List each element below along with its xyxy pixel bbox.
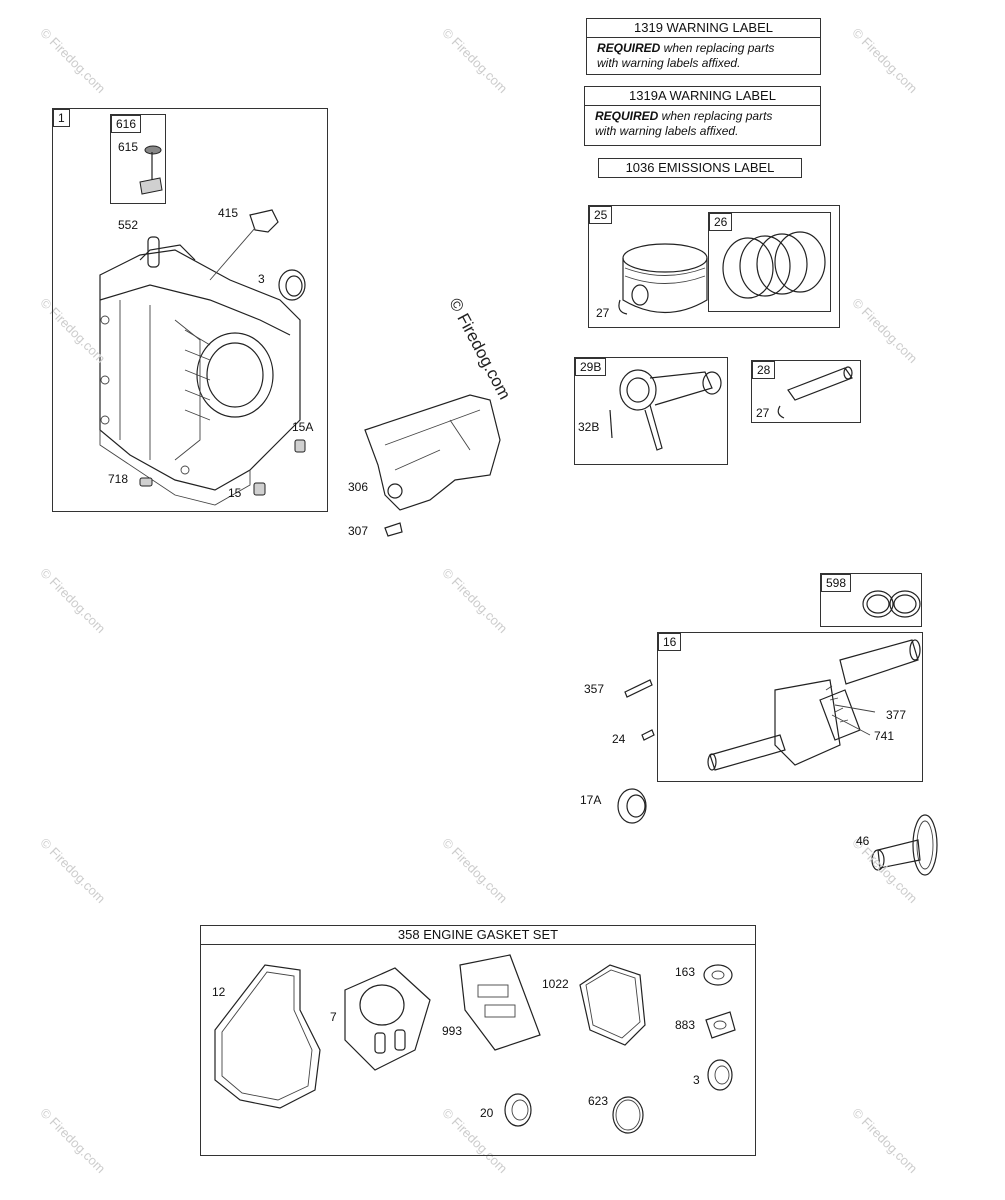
group-598-box[interactable] bbox=[820, 573, 922, 627]
group-26-box[interactable] bbox=[708, 212, 831, 312]
part-623[interactable]: 623 bbox=[588, 1094, 609, 1108]
part-306[interactable]: 306 bbox=[348, 480, 369, 494]
dowel-pin-drawing bbox=[294, 439, 306, 453]
part-32b[interactable]: 32B bbox=[578, 420, 600, 434]
warning-label-1319[interactable]: 1319 WARNING LABEL REQUIRED when replaci… bbox=[586, 18, 821, 75]
part-415[interactable]: 415 bbox=[218, 206, 239, 220]
part-15a[interactable]: 15A bbox=[292, 420, 314, 434]
connecting-rod-drawing bbox=[609, 369, 722, 451]
group-28-box[interactable] bbox=[751, 360, 861, 423]
group-28-tag: 28 bbox=[752, 361, 776, 379]
seal-20-drawing bbox=[504, 1093, 532, 1127]
shims-drawing bbox=[862, 590, 921, 618]
piston-rings-drawing bbox=[722, 231, 826, 299]
warning-label-title: 1319 WARNING LABEL bbox=[587, 19, 820, 38]
part-12[interactable]: 12 bbox=[212, 985, 226, 999]
gasket-993-drawing bbox=[459, 954, 541, 1051]
part-46[interactable]: 46 bbox=[856, 834, 870, 848]
valve-drawing bbox=[139, 145, 163, 268]
group-1-box[interactable] bbox=[52, 108, 328, 512]
piston-drawing bbox=[618, 243, 708, 315]
bearing-drawing bbox=[617, 788, 647, 824]
oring-623-drawing bbox=[612, 1096, 644, 1134]
group-16-tag: 16 bbox=[658, 633, 682, 651]
pin-718-drawing bbox=[139, 477, 153, 487]
warning-label-1319a[interactable]: 1319A WARNING LABEL REQUIRED when replac… bbox=[584, 86, 821, 146]
emissions-label-title: 1036 EMISSIONS LABEL bbox=[625, 160, 775, 175]
part-24[interactable]: 24 bbox=[612, 732, 626, 746]
group-25-tag: 25 bbox=[589, 206, 613, 224]
part-3-gasket[interactable]: 3 bbox=[693, 1073, 700, 1087]
governor-bracket-drawing bbox=[249, 209, 279, 233]
part-27-pin[interactable]: 27 bbox=[756, 406, 770, 420]
part-357[interactable]: 357 bbox=[584, 682, 605, 696]
part-1022[interactable]: 1022 bbox=[542, 977, 569, 991]
oil-seal-drawing bbox=[278, 269, 306, 301]
cylinder-shield-drawing bbox=[364, 394, 501, 537]
part-377[interactable]: 377 bbox=[886, 708, 907, 722]
part-615[interactable]: 615 bbox=[118, 140, 139, 154]
gasket-7-drawing bbox=[344, 967, 431, 1071]
key-357-drawing bbox=[624, 679, 653, 698]
group-598-tag: 598 bbox=[821, 574, 852, 592]
group-29b-box[interactable] bbox=[574, 357, 728, 465]
group-616-tag: 616 bbox=[111, 115, 142, 133]
part-7[interactable]: 7 bbox=[330, 1010, 337, 1024]
part-741[interactable]: 741 bbox=[874, 729, 895, 743]
part-20[interactable]: 20 bbox=[480, 1106, 494, 1120]
warning-label-title: 1319A WARNING LABEL bbox=[585, 87, 820, 106]
part-993[interactable]: 993 bbox=[442, 1024, 463, 1038]
group-1-tag: 1 bbox=[53, 109, 70, 127]
key-24-drawing bbox=[641, 729, 655, 741]
gasket-163-drawing bbox=[703, 964, 733, 986]
gasket-883-drawing bbox=[705, 1011, 736, 1039]
cylinder-block-drawing bbox=[99, 244, 301, 506]
gasket-set-title: 358 ENGINE GASKET SET bbox=[200, 925, 756, 945]
part-883[interactable]: 883 bbox=[675, 1018, 696, 1032]
gasket-1022-drawing bbox=[579, 964, 646, 1046]
part-552[interactable]: 552 bbox=[118, 218, 139, 232]
part-718[interactable]: 718 bbox=[108, 472, 129, 486]
group-26-tag: 26 bbox=[709, 213, 733, 231]
emissions-label-1036[interactable]: 1036 EMISSIONS LABEL bbox=[598, 158, 802, 178]
part-27-piston[interactable]: 27 bbox=[596, 306, 610, 320]
part-163[interactable]: 163 bbox=[675, 965, 696, 979]
group-616-box[interactable] bbox=[110, 114, 166, 204]
part-17a[interactable]: 17A bbox=[580, 793, 602, 807]
plug-drawing bbox=[253, 482, 266, 496]
group-29b-tag: 29B bbox=[575, 358, 607, 376]
group-25-box[interactable] bbox=[588, 205, 840, 328]
gasket-set-box[interactable] bbox=[200, 925, 756, 1156]
piston-pin-drawing bbox=[777, 366, 853, 419]
gasket-12-drawing bbox=[214, 964, 321, 1109]
group-16-box[interactable] bbox=[657, 632, 923, 782]
camshaft-drawing bbox=[871, 814, 938, 876]
seal-3-drawing bbox=[707, 1059, 733, 1091]
part-15[interactable]: 15 bbox=[228, 486, 242, 500]
part-3[interactable]: 3 bbox=[258, 272, 265, 286]
part-307[interactable]: 307 bbox=[348, 524, 369, 538]
crankshaft-drawing bbox=[707, 639, 921, 771]
